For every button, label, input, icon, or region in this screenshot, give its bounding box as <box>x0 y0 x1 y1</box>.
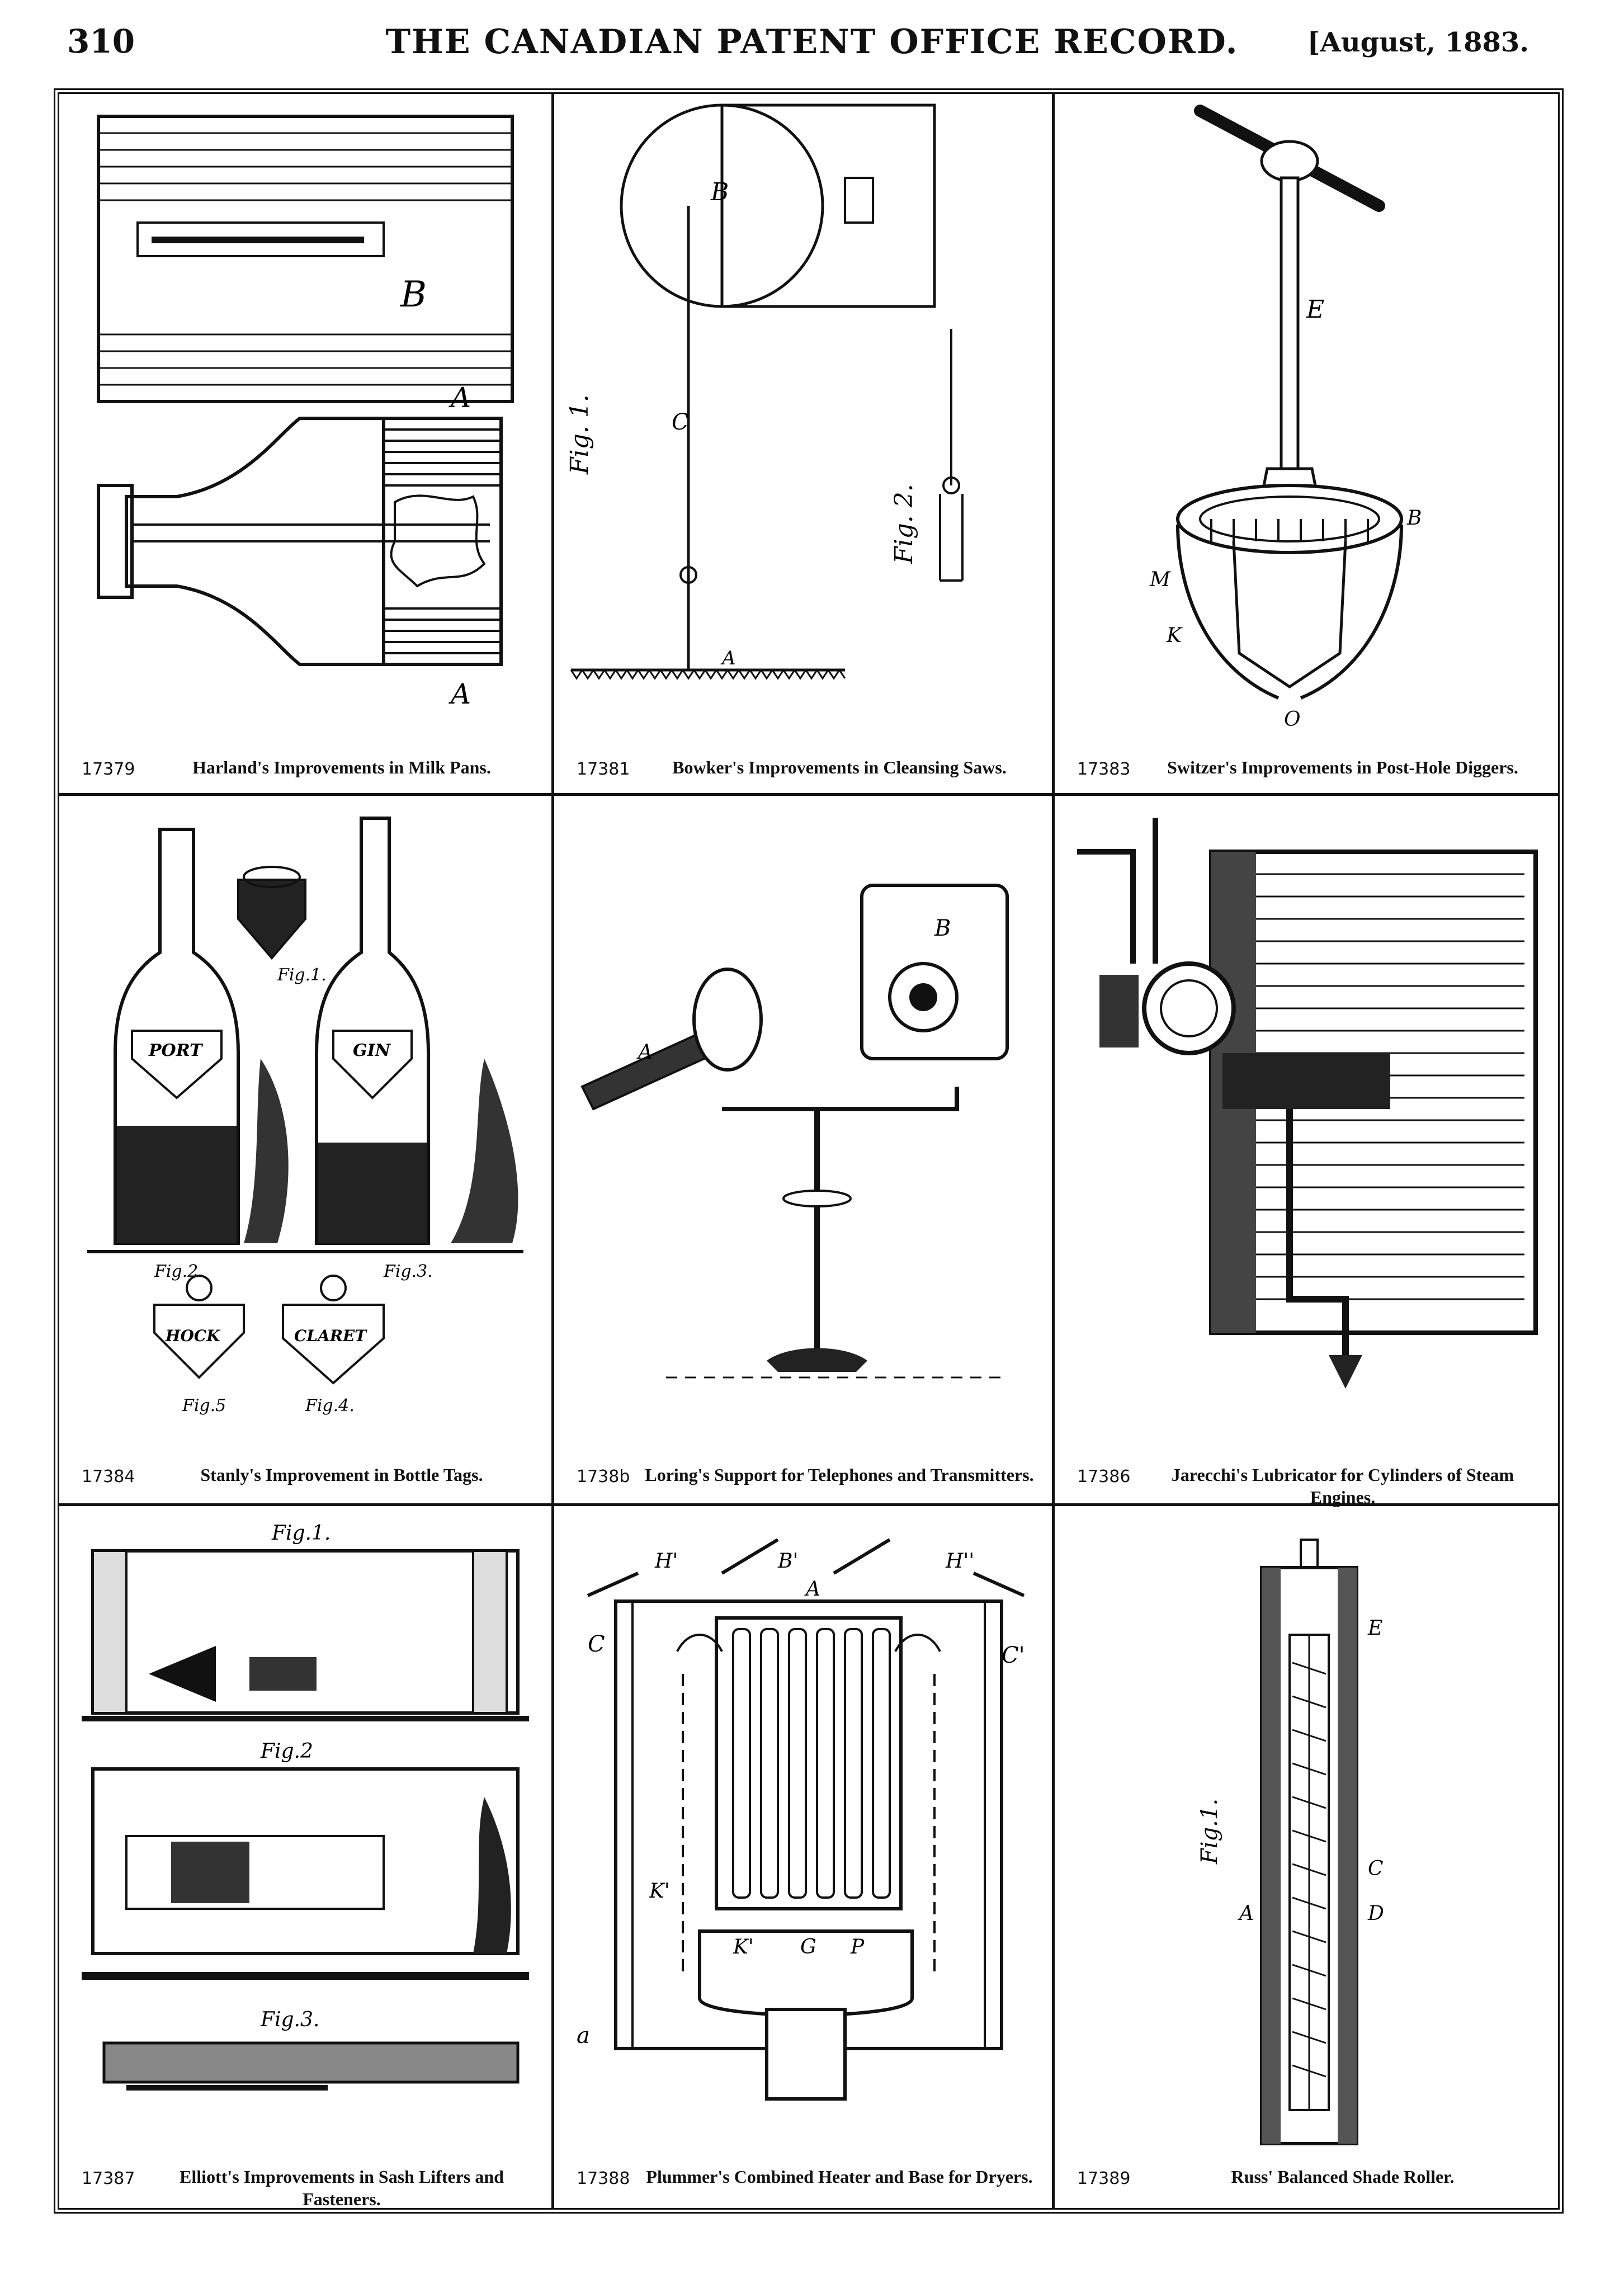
page-date: [August, 1883. <box>1307 27 1529 58</box>
sash-lifter-drawing: Fig.1. Fig.2 Fig.3. <box>82 1522 529 2091</box>
patent-title: Stanly's Improvement in Bottle Tags. <box>200 1465 483 1485</box>
fig-2-label: Fig.2. <box>154 1262 204 1281</box>
column-divider <box>551 94 554 2208</box>
patent-cell-17388: C C' H' H'' B' A K' K' G P a 17388 Plumm… <box>554 1506 1052 2208</box>
fig-1-label: Fig.1. <box>277 965 327 985</box>
patent-cell-17389: Fig.1. E C D A 17389 Russ' Balanced Shad… <box>1055 1506 1558 2208</box>
label-b: B <box>710 178 729 206</box>
fig-1-label: Fig.1. <box>271 1522 331 1545</box>
patent-title: Harland's Improvements in Milk Pans. <box>192 757 491 777</box>
label-p: P <box>850 1936 865 1959</box>
patent-title: Switzer's Improvements in Post-Hole Digg… <box>1167 757 1518 777</box>
label-c: C <box>672 409 689 435</box>
patent-title: Jarecchi's Lubricator for Cylinders of S… <box>1171 1465 1514 1507</box>
patent-number: 1738b <box>577 1467 630 1487</box>
bottle-tags-drawing: PORT GIN Fig.1. Fig.2. Fig.3. HOCK CLARE… <box>87 817 523 1415</box>
column-divider <box>1052 94 1055 2208</box>
telephone-support-drawing: B A <box>580 884 1009 1379</box>
label-b: B <box>934 916 951 941</box>
label-a: A <box>449 678 471 710</box>
fig-3-label: Fig.3. <box>383 1262 433 1281</box>
lubricator-drawing <box>1077 818 1538 1389</box>
patent-title: Russ' Balanced Shade Roller. <box>1231 2167 1455 2187</box>
patent-number: 17384 <box>82 1467 135 1487</box>
label-e: E <box>1306 295 1324 324</box>
patent-title: Bowker's Improvements in Cleansing Saws. <box>672 757 1007 777</box>
label-b: B <box>400 274 427 315</box>
milk-pan-drawing: B A A <box>97 115 514 710</box>
label-a: A <box>720 647 736 669</box>
shade-roller-drawing: Fig.1. E C D A <box>1197 1539 1384 2145</box>
label-c: C <box>1368 1857 1384 1880</box>
post-hole-digger-drawing: E B M K O <box>1149 105 1422 731</box>
patent-title: Loring's Support for Telephones and Tran… <box>645 1465 1034 1485</box>
patent-number: 17387 <box>82 2169 135 2188</box>
patent-number: 17388 <box>577 2169 630 2188</box>
fig-5-label: Fig.5 <box>182 1396 226 1415</box>
heater-base-drawing: C C' H' H'' B' A K' K' G P a <box>577 1538 1025 2101</box>
patent-cell-17379: B A A 17379 Harland's Improvements in Mi… <box>59 94 551 793</box>
page-number: 310 <box>67 22 135 60</box>
label-b: B <box>1406 507 1422 530</box>
patent-title: Plummer's Combined Heater and Base for D… <box>646 2167 1033 2187</box>
fig-2-label: Fig. 2. <box>890 484 918 564</box>
label-h-double-prime: H'' <box>945 1550 974 1573</box>
label-k-prime: K' <box>649 1880 670 1903</box>
fig-1-label: Fig. 1. <box>565 394 594 475</box>
patent-cell-1738b: B A 1738b Loring's Support for Telephone… <box>554 796 1052 1503</box>
row-divider <box>59 1503 1558 1506</box>
label-a: A <box>1238 1902 1254 1925</box>
tag-claret-label: CLARET <box>294 1327 367 1345</box>
patent-number: 17383 <box>1077 759 1131 779</box>
label-g: G <box>800 1936 816 1959</box>
label-k: K <box>1166 624 1183 647</box>
label-a: A <box>449 381 471 414</box>
fig-4-label: Fig.4. <box>305 1396 355 1415</box>
patent-number: 17381 <box>577 759 630 779</box>
patent-cell-17387: Fig.1. Fig.2 Fig.3. 17387 Elliott's Impr… <box>59 1506 551 2209</box>
label-a-small: a <box>577 2023 590 2049</box>
fig-1-label: Fig.1. <box>1197 1799 1222 1865</box>
patent-number: 17386 <box>1077 1467 1131 1487</box>
label-k-prime: K' <box>733 1936 754 1959</box>
label-h-prime: H' <box>654 1550 678 1573</box>
patent-cell-17381: B C Fig. 1. A Fig. 2. 17381 Bowker's Imp… <box>554 94 1052 793</box>
label-c: C <box>588 1631 605 1657</box>
patent-title: Elliott's Improvements in Sash Lifters a… <box>180 2167 504 2209</box>
fig-3-label: Fig.3. <box>260 2008 319 2031</box>
row-divider <box>59 793 1558 796</box>
label-o: O <box>1284 708 1301 731</box>
fig-2-label: Fig.2 <box>260 1740 313 1763</box>
patent-number: 17389 <box>1077 2169 1131 2188</box>
label-d: D <box>1367 1902 1384 1925</box>
patent-cell-17384: PORT GIN Fig.1. Fig.2. Fig.3. HOCK CLARE… <box>59 796 551 1503</box>
patent-cell-17383: E B M K O 17383 Switzer's Improvements i… <box>1055 94 1558 793</box>
label-b-prime: B' <box>777 1550 798 1573</box>
label-a: A <box>636 1041 653 1064</box>
tag-hock-label: HOCK <box>165 1327 221 1345</box>
label-c-prime: C' <box>1002 1643 1025 1668</box>
patent-number: 17379 <box>82 759 135 779</box>
label-m: M <box>1149 568 1171 591</box>
saw-cleanser-drawing: B C Fig. 1. A Fig. 2. <box>565 103 964 680</box>
page-title: THE CANADIAN PATENT OFFICE RECORD. <box>385 22 1239 62</box>
label-e: E <box>1367 1617 1382 1640</box>
patent-cell-17386: 17386 Jarecchi's Lubricator for Cylinder… <box>1055 796 1558 1507</box>
tag-port-label: PORT <box>148 1041 204 1060</box>
tag-gin-label: GIN <box>353 1041 391 1060</box>
label-a: A <box>804 1578 820 1601</box>
plate-frame: B A A 17379 Harland's Improvements in Mi… <box>54 88 1564 2214</box>
